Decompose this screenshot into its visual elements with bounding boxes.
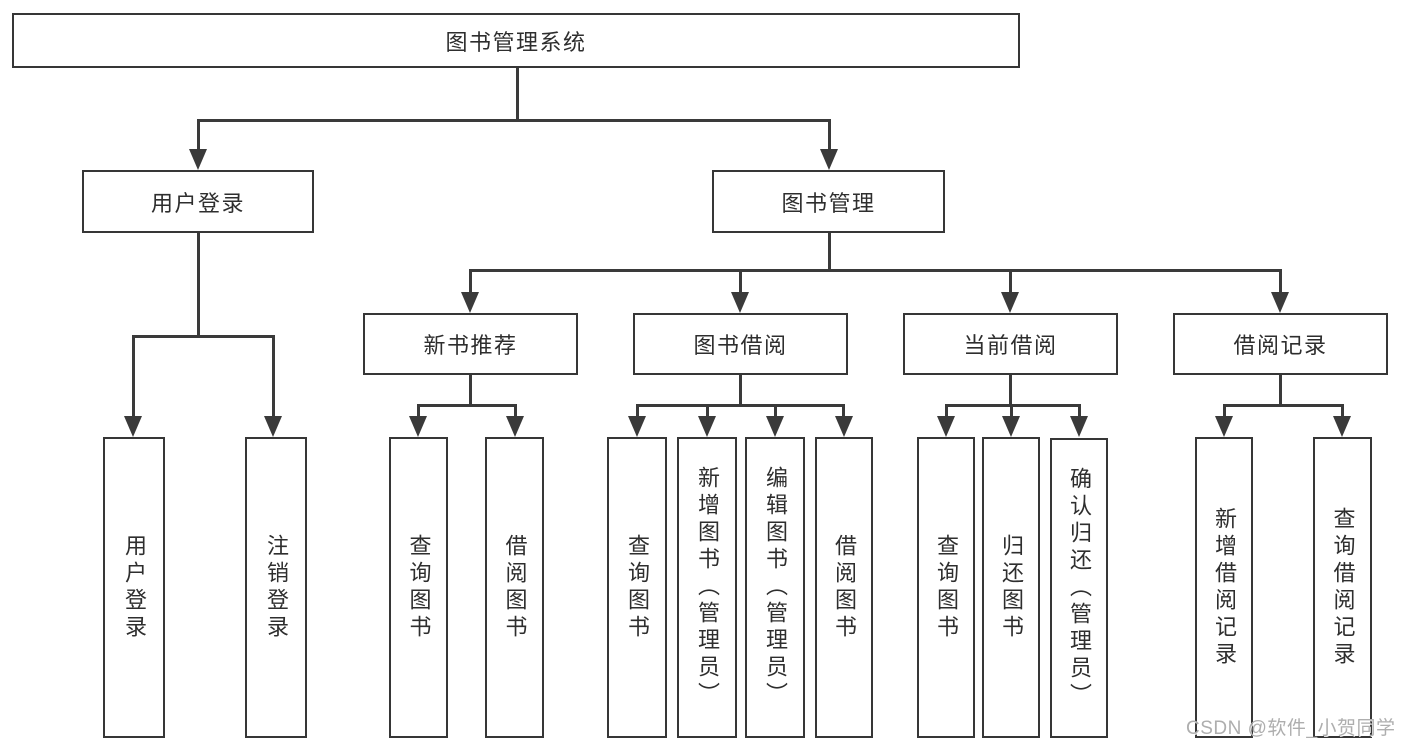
- arrowhead: [937, 416, 955, 437]
- node-label: 图书借阅: [693, 333, 788, 358]
- connector-line: [197, 233, 200, 337]
- arrowhead: [698, 416, 716, 437]
- arrowhead: [124, 416, 142, 437]
- leaf-return-books: 归还图书: [982, 437, 1040, 738]
- connector-line: [1009, 269, 1012, 295]
- node-label: 新增图书（管理员）: [695, 466, 720, 709]
- leaf-logout: 注销登录: [245, 437, 307, 738]
- node-current-borrowing: 当前借阅: [903, 313, 1118, 375]
- node-label: 确认归还（管理员）: [1067, 466, 1092, 710]
- arrowhead: [1271, 292, 1289, 313]
- arrowhead: [731, 292, 749, 313]
- node-label: 借阅记录: [1233, 333, 1328, 358]
- connector-line: [945, 404, 948, 418]
- node-new-book-recommend: 新书推荐: [363, 313, 578, 375]
- connector-line: [636, 404, 639, 418]
- leaf-borrow-books: 借阅图书: [815, 437, 873, 738]
- leaf-query-books-borrowing: 查询图书: [607, 437, 667, 738]
- csdn-watermark: CSDN @软件_小贺同学: [1186, 718, 1396, 739]
- connector-line: [828, 119, 831, 153]
- node-book-management: 图书管理: [712, 170, 945, 233]
- connector-line: [842, 404, 845, 418]
- connector-line: [774, 404, 777, 418]
- node-label: 查询图书: [625, 533, 650, 642]
- connector-line: [514, 404, 517, 418]
- connector-line: [637, 404, 844, 407]
- node-label: 用户登录: [122, 533, 147, 642]
- connector-line: [1224, 404, 1343, 407]
- node-label: 图书管理: [781, 190, 876, 216]
- leaf-add-books-admin: 新增图书（管理员）: [677, 437, 737, 738]
- node-label: 查询图书: [406, 533, 432, 642]
- connector-line: [197, 119, 200, 153]
- connector-line: [132, 335, 135, 419]
- connector-line: [739, 269, 742, 295]
- node-label: 新书推荐: [423, 333, 518, 358]
- arrowhead: [1070, 416, 1088, 437]
- connector-line: [1078, 404, 1081, 418]
- connector-line: [706, 404, 709, 418]
- leaf-borrow-books-recommend: 借阅图书: [485, 437, 544, 738]
- connector-line: [516, 68, 519, 121]
- arrowhead: [766, 416, 784, 437]
- node-label: 借阅图书: [502, 533, 528, 642]
- connector-line: [1010, 404, 1013, 418]
- leaf-query-borrow-record: 查询借阅记录: [1313, 437, 1372, 738]
- connector-line: [828, 233, 831, 271]
- arrowhead: [1002, 416, 1020, 437]
- arrowhead: [835, 416, 853, 437]
- connector-line: [417, 404, 420, 418]
- arrowhead: [820, 149, 838, 170]
- arrowhead: [1333, 416, 1351, 437]
- arrowhead: [1215, 416, 1233, 437]
- connector-line: [1279, 375, 1282, 406]
- node-label: 编辑图书（管理员）: [763, 466, 788, 709]
- connector-line: [469, 269, 472, 295]
- connector-line: [1223, 404, 1226, 418]
- arrowhead: [1001, 292, 1019, 313]
- node-label: 借阅图书: [832, 533, 857, 642]
- arrowhead: [461, 292, 479, 313]
- leaf-confirm-return-admin: 确认归还（管理员）: [1050, 438, 1108, 738]
- arrowhead: [506, 416, 524, 437]
- node-book-borrowing: 图书借阅: [633, 313, 848, 375]
- node-label: 查询图书: [934, 533, 959, 642]
- arrowhead: [628, 416, 646, 437]
- leaf-user-login: 用户登录: [103, 437, 165, 738]
- node-label: 用户登录: [150, 190, 245, 216]
- leaf-query-books-recommend: 查询图书: [389, 437, 448, 738]
- connector-line: [469, 375, 472, 406]
- leaf-edit-books-admin: 编辑图书（管理员）: [745, 437, 805, 738]
- connector-line: [470, 269, 1281, 272]
- node-label: 图书管理系统: [445, 29, 587, 55]
- node-borrowing-records: 借阅记录: [1173, 313, 1388, 375]
- arrowhead: [264, 416, 282, 437]
- connector-line: [272, 335, 275, 419]
- connector-line: [946, 404, 1080, 407]
- node-user-login: 用户登录: [82, 170, 314, 233]
- node-label: 注销登录: [264, 533, 289, 642]
- connector-line: [739, 375, 742, 406]
- connector-line: [133, 335, 275, 338]
- connector-line: [418, 404, 516, 407]
- arrowhead: [409, 416, 427, 437]
- connector-line: [1009, 375, 1012, 406]
- leaf-query-books-current: 查询图书: [917, 437, 975, 738]
- node-label: 新增借阅记录: [1212, 506, 1237, 669]
- node-label: 查询借阅记录: [1330, 506, 1356, 669]
- arrowhead: [189, 149, 207, 170]
- node-label: 归还图书: [999, 533, 1024, 642]
- node-label: 当前借阅: [963, 333, 1058, 358]
- connector-line: [1341, 404, 1344, 418]
- leaf-add-borrow-record: 新增借阅记录: [1195, 437, 1253, 738]
- connector-line: [198, 119, 830, 122]
- connector-line: [1279, 269, 1282, 295]
- node-library-management-system: 图书管理系统: [12, 13, 1020, 68]
